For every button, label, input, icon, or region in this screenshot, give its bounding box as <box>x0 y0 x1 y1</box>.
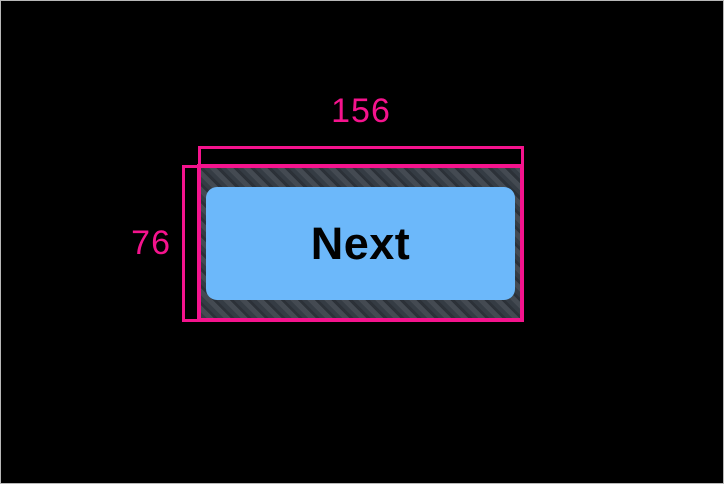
height-dimension-bracket <box>182 165 198 322</box>
next-button[interactable]: Next <box>206 187 515 300</box>
width-dimension-bracket <box>198 146 524 164</box>
height-dimension-label: 76 <box>131 224 171 262</box>
measurement-rectangle <box>197 164 524 322</box>
width-dimension-label: 156 <box>331 92 391 130</box>
